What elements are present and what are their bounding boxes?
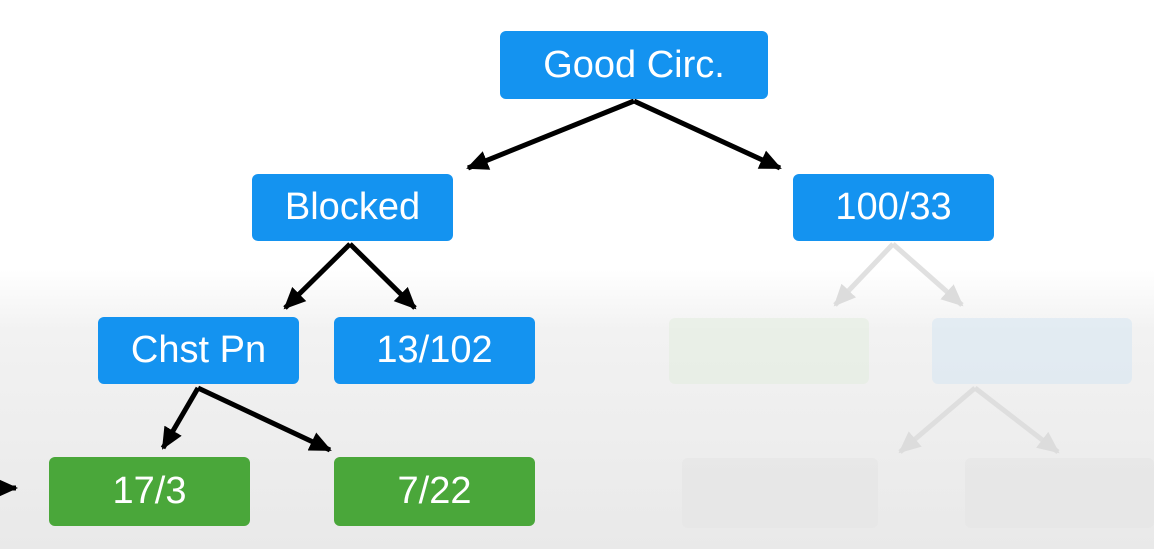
node-13-102: 13/102: [334, 317, 535, 384]
node-chst-pn: Chst Pn: [98, 317, 299, 384]
node-label: 13/102: [376, 329, 493, 371]
faded-arrow: [973, 386, 1060, 454]
arrow-root-to-100-33: [632, 98, 782, 171]
arrow-chest-pain-to-7-22: [196, 385, 332, 453]
arrow-chest-pain-to-17-3: [160, 386, 201, 450]
faded-arrow: [833, 242, 895, 307]
node-100-33: 100/33: [793, 174, 994, 241]
arrow-blocked-to-13-102: [348, 242, 417, 310]
faded-node: [669, 318, 869, 384]
node-good-circ: Good Circ.: [500, 31, 768, 99]
node-blocked: Blocked: [252, 174, 453, 241]
node-label: Blocked: [284, 186, 421, 228]
faded-arrow: [891, 242, 964, 307]
faded-arrow: [898, 386, 977, 454]
node-label: 17/3: [112, 470, 187, 512]
node-label: 7/22: [397, 470, 472, 512]
faded-node: [682, 458, 878, 528]
faded-node: [932, 318, 1132, 384]
node-7-22: 7/22: [334, 457, 535, 526]
node-label: Good Circ.: [543, 43, 725, 86]
node-17-3: 17/3: [49, 457, 250, 526]
arrow-blocked-to-chest-pain: [283, 242, 352, 310]
node-label: 100/33: [835, 186, 952, 228]
node-label: Chst Pn: [130, 329, 267, 371]
arrow-root-to-blocked: [466, 98, 635, 171]
faded-node: [965, 458, 1154, 528]
